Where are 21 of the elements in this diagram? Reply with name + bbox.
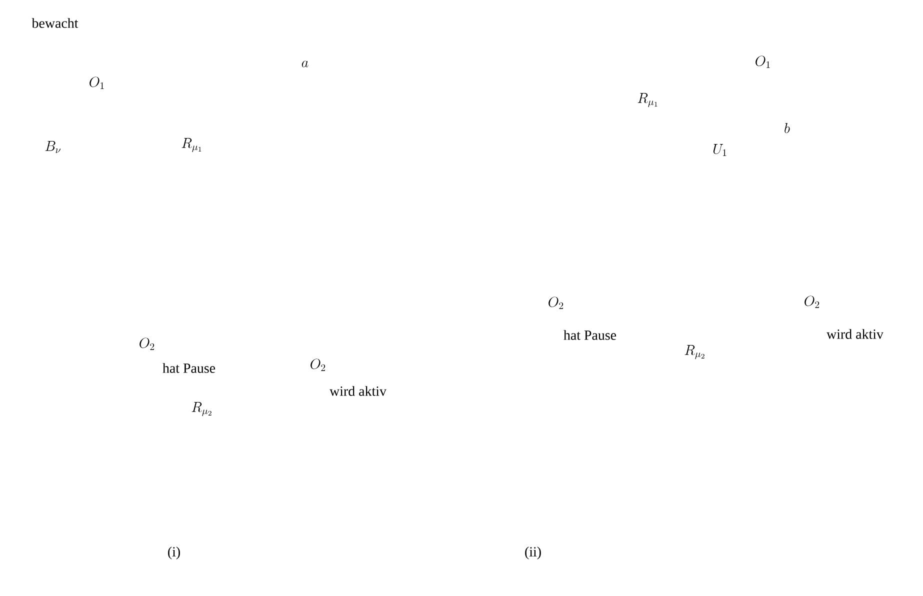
symbol-label: $B_\nu$ (45, 141, 61, 153)
symbol-label: $R_{\mu_2}$ (684, 345, 704, 360)
state-label: wird aktiv (330, 386, 386, 396)
state-label: hat Pause (564, 330, 616, 340)
state-label: wird aktiv (826, 329, 884, 339)
symbol-label: $R_{\mu_1}$ (182, 138, 202, 152)
symbol-label: $b$ (784, 123, 790, 134)
symbol-label: $O_2$ (804, 296, 820, 308)
symbol-label: $O_1$ (90, 76, 104, 89)
symbol-label: $O_2$ (140, 338, 154, 350)
symbol-label: $O_2$ (548, 296, 564, 309)
panel-label: (ii) (525, 546, 541, 560)
panel-label: (i) (168, 546, 180, 560)
symbol-label: $O_2$ (310, 358, 326, 371)
state-label: bewacht (32, 18, 78, 28)
state-label: hat Pause (162, 363, 216, 373)
symbol-label: $R_{\mu_2}$ (192, 402, 212, 416)
symbol-label: $a$ (302, 60, 308, 68)
symbol-label: $U_1$ (713, 144, 726, 156)
symbol-label: $O_1$ (756, 56, 770, 68)
symbol-label: $R_{\mu_1}$ (638, 93, 658, 108)
